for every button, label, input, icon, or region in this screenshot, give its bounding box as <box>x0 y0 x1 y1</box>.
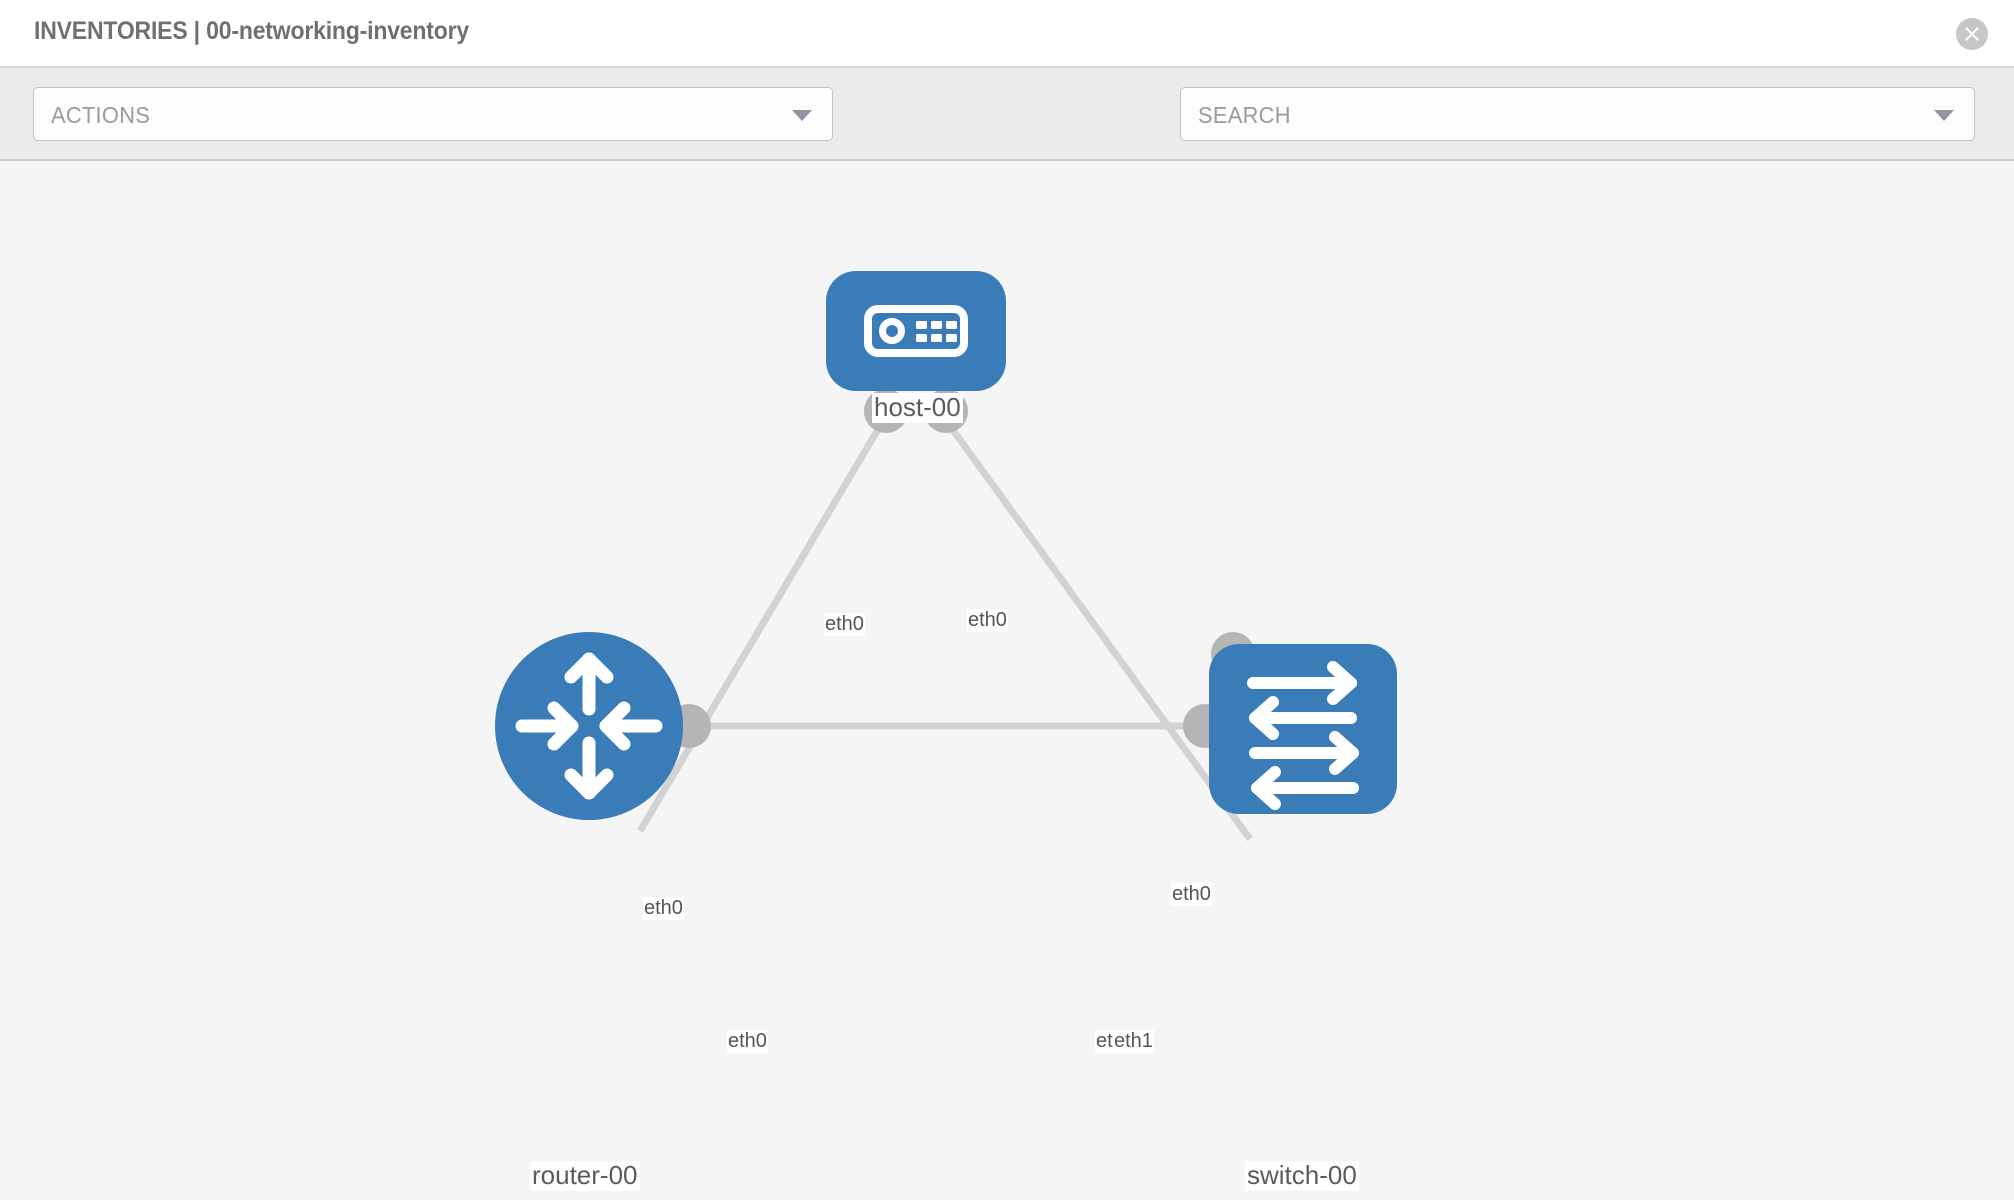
page-title: INVENTORIES | 00-networking-inventory <box>34 17 470 45</box>
toolbar: ACTIONS SEARCH <box>0 68 2014 199</box>
server-icon <box>864 305 968 357</box>
node-switch-00[interactable] <box>1209 644 1397 814</box>
node-host-00[interactable] <box>826 271 1006 391</box>
node-label-router-00: router-00 <box>530 1160 640 1191</box>
node-label-host-00: host-00 <box>872 392 963 423</box>
topology-graph <box>495 271 1397 842</box>
topology-canvas[interactable]: host-00 router-00 switch-00 eth0 eth0 et… <box>0 161 2014 1200</box>
page-header: INVENTORIES | 00-networking-inventory <box>0 0 2014 68</box>
actions-dropdown-label: ACTIONS <box>51 102 151 128</box>
iface-label-switch00-west-eth1: eth1 <box>1113 1030 1154 1053</box>
edge-host00-switch00 <box>947 423 1253 842</box>
iface-label-router00-north: eth0 <box>643 897 684 920</box>
chevron-down-icon <box>792 110 812 121</box>
iface-label-host00-left: eth0 <box>824 613 865 636</box>
close-icon[interactable] <box>1956 18 1988 50</box>
router-arrows-icon <box>515 652 663 800</box>
iface-label-switch00-north: eth0 <box>1171 883 1212 906</box>
node-router-00[interactable] <box>495 632 683 820</box>
chevron-down-icon <box>1934 110 1954 121</box>
search-input[interactable]: SEARCH <box>1180 87 1975 141</box>
iface-label-router00-east: eth0 <box>727 1030 768 1053</box>
switch-arrows-icon <box>1247 661 1359 810</box>
edge-host00-router00 <box>636 424 884 833</box>
actions-dropdown[interactable]: ACTIONS <box>33 87 833 141</box>
search-placeholder: SEARCH <box>1198 102 1291 128</box>
iface-label-host00-right: eth0 <box>967 609 1008 632</box>
edge-group <box>636 423 1253 842</box>
node-label-switch-00: switch-00 <box>1245 1160 1359 1191</box>
